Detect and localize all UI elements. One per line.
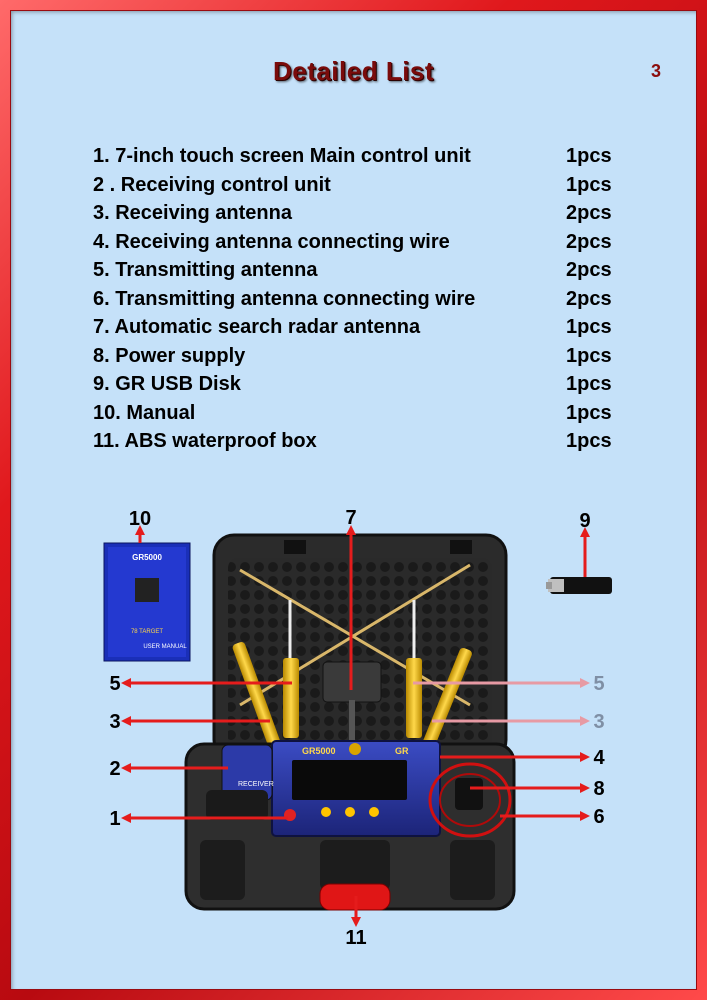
item-label: 1. 7-inch touch screen Main control unit <box>93 145 471 167</box>
manual-text: USER MANUAL <box>143 644 187 650</box>
device-brand-text: GR <box>395 746 409 756</box>
item-qty: 2pcs <box>566 287 612 310</box>
callout-2: 2 <box>109 758 120 780</box>
item-label: 8. Power supply <box>93 344 246 367</box>
item-qty: 1pcs <box>566 401 612 424</box>
list-item: 3. Receiving antenna 2pcs <box>93 199 633 228</box>
list-item: 9. GR USB Disk 1pcs <box>93 370 633 399</box>
callout-arrows <box>121 525 590 927</box>
item-label: 9. GR USB Disk <box>93 373 241 395</box>
callout-4: 4 <box>593 747 605 769</box>
list-item: 2 . Receiving control unit 1pcs <box>93 171 633 200</box>
manual-booklet: GR5000 78 TARGET USER MANUAL <box>103 542 191 662</box>
callout-3-left: 3 <box>109 711 120 733</box>
item-qty: 2pcs <box>566 259 612 281</box>
item-qty: 2pcs <box>566 230 612 253</box>
item-qty: 1pcs <box>566 316 612 338</box>
callout-9: 9 <box>579 510 590 532</box>
list-item: 8. Power supply 1pcs <box>93 342 633 371</box>
callout-3-right: 3 <box>593 711 604 733</box>
page-number: 3 <box>651 61 662 81</box>
item-label: 3. Receiving antenna <box>93 202 292 224</box>
item-list: 1. 7-inch touch screen Main control unit… <box>93 142 633 456</box>
item-label: 4. Receiving antenna connecting wire <box>93 230 450 253</box>
receiver-label-text: RECEIVER <box>238 781 274 788</box>
callout-10: 10 <box>129 508 151 530</box>
list-item: 1. 7-inch touch screen Main control unit… <box>93 142 633 171</box>
item-qty: 1pcs <box>566 145 612 167</box>
receiving-antenna-right <box>421 647 472 753</box>
callout-5-right: 5 <box>593 673 604 695</box>
item-qty: 1pcs <box>566 173 612 196</box>
main-control-unit: GR5000 GR <box>271 740 441 837</box>
receiving-control-unit: RECEIVER <box>206 744 274 820</box>
usb-disk <box>546 577 612 594</box>
list-item: 4. Receiving antenna connecting wire 2pcs <box>93 228 633 257</box>
transmitting-antenna-left <box>283 600 299 738</box>
item-label: 6. Transmitting antenna connecting wire <box>93 287 476 310</box>
callout-8: 8 <box>593 778 604 800</box>
manual-tag-text: 78 TARGET <box>131 629 163 635</box>
device-model-text: GR5000 <box>302 746 336 756</box>
item-label: 11. ABS waterproof box <box>93 430 317 452</box>
transmitting-antenna-right <box>406 600 422 738</box>
list-item: 5. Transmitting antenna 2pcs <box>93 256 633 285</box>
page-title: Detailed List <box>272 56 435 86</box>
list-item: 7. Automatic search radar antenna 1pcs <box>93 313 633 342</box>
item-qty: 1pcs <box>566 344 612 367</box>
callout-labels: 10 7 9 5 5 3 3 4 2 8 6 1 11 <box>109 507 605 949</box>
item-label: 2 . Receiving control unit <box>93 173 331 196</box>
list-item: 11. ABS waterproof box 1pcs <box>93 427 633 456</box>
callout-7: 7 <box>345 507 356 529</box>
item-label: 10. Manual <box>93 401 196 424</box>
power-supply <box>428 762 512 838</box>
callout-1: 1 <box>109 808 120 830</box>
item-qty: 1pcs <box>566 430 612 452</box>
list-item: 6. Transmitting antenna connecting wire 2… <box>93 285 633 314</box>
callout-6: 6 <box>593 806 604 828</box>
item-qty: 2pcs <box>566 202 612 224</box>
item-label: 7. Automatic search radar antenna <box>93 316 421 338</box>
callout-5-left: 5 <box>109 673 120 695</box>
list-item: 10. Manual 1pcs <box>93 399 633 428</box>
callout-11: 11 <box>345 927 366 949</box>
item-qty: 1pcs <box>566 373 612 395</box>
item-label: 5. Transmitting antenna <box>93 259 318 281</box>
manual-title-text: GR5000 <box>132 553 162 562</box>
